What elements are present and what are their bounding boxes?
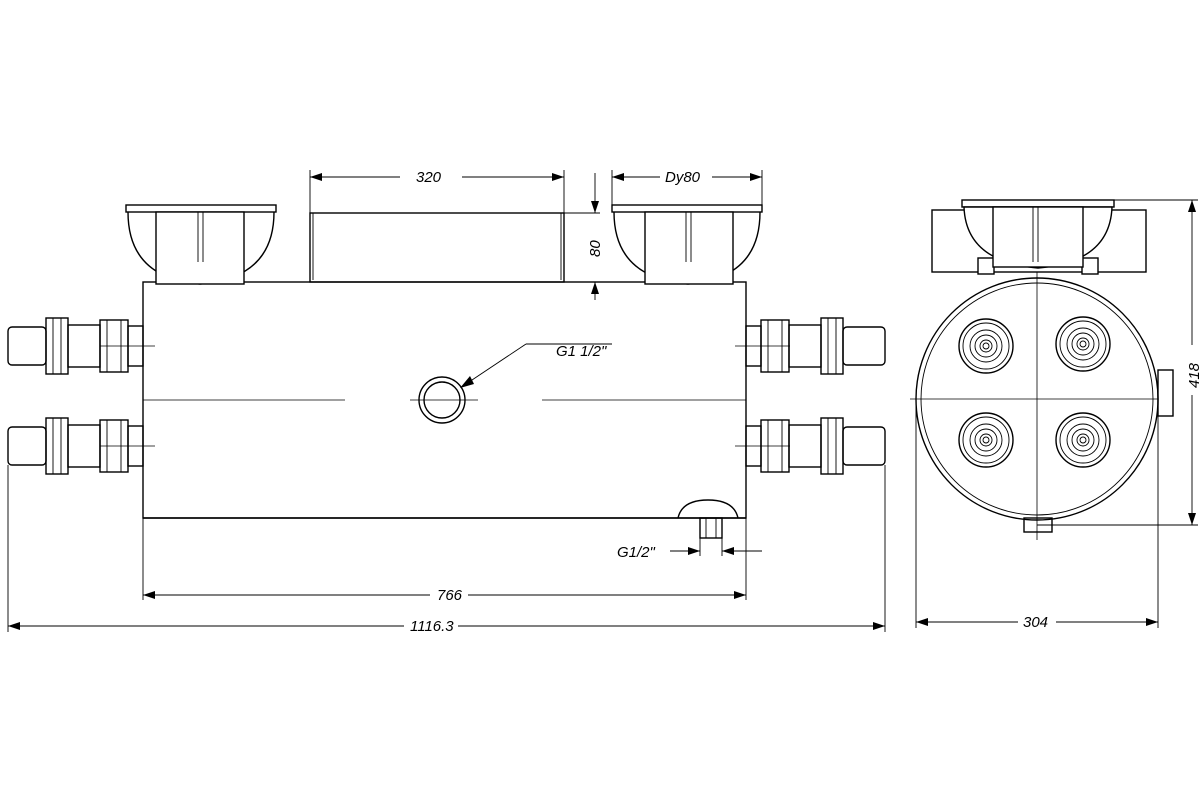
end-view-nozzle [961,199,1115,269]
dimension-dy80-label: Dy80 [665,169,701,186]
dimension-1116: 1116.3 [7,465,886,635]
dimension-766-label: 766 [437,587,463,604]
front-view: G1 1/2" G1/2" 320 [7,169,886,635]
dimension-320-label: 320 [416,169,442,186]
dimension-766: 766 [142,518,747,604]
dimension-dy80: Dy80 [611,169,763,205]
drain-port-label: G1/2" [617,544,656,561]
dimension-304-label: 304 [1023,614,1048,631]
end-view-port-bottom-left [958,412,1014,468]
side-port-label: G1 1/2" [556,343,607,360]
end-view: 418 304 [910,199,1200,631]
side-port-circle [418,376,466,424]
top-box [309,212,565,283]
dimension-80-label: 80 [587,240,604,257]
end-view-port-top-right [1055,316,1111,372]
end-view-side-stub [1157,369,1174,417]
dimension-304: 304 [915,400,1159,631]
dimension-418-label: 418 [1186,362,1200,388]
dimension-80: 80 [564,173,604,300]
dimension-418: 418 [1037,199,1200,526]
dimension-1116-label: 1116.3 [410,618,454,635]
drain-port [677,499,739,539]
dimension-320: 320 [309,169,565,213]
left-flange-nozzle [125,204,277,285]
end-view-port-bottom-right [1055,412,1111,468]
right-flange-nozzle [611,204,763,285]
end-view-port-top-left [958,318,1014,374]
